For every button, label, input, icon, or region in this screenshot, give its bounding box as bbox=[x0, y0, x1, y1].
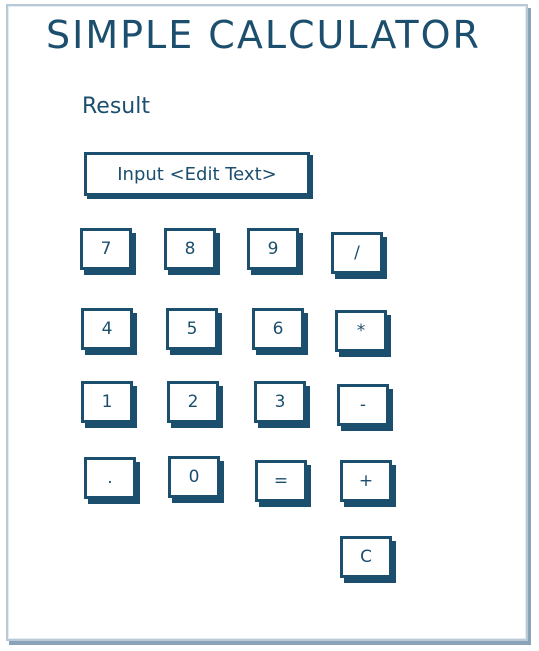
key-4-button[interactable]: 4 bbox=[81, 308, 133, 350]
multiply-button[interactable]: * bbox=[335, 310, 387, 352]
app-title: SIMPLE CALCULATOR bbox=[46, 13, 481, 57]
decimal-point-button[interactable]: . bbox=[84, 457, 136, 499]
key-6-button[interactable]: 6 bbox=[252, 308, 304, 350]
equals-button[interactable]: = bbox=[255, 460, 307, 502]
result-label: Result bbox=[82, 94, 150, 119]
input-edit-text[interactable]: Input <Edit Text> bbox=[84, 152, 310, 196]
clear-button[interactable]: C bbox=[340, 536, 392, 578]
key-3-button[interactable]: 3 bbox=[254, 381, 306, 423]
add-button[interactable]: + bbox=[340, 460, 392, 502]
key-9-button[interactable]: 9 bbox=[247, 228, 299, 270]
key-8-button[interactable]: 8 bbox=[164, 228, 216, 270]
key-0-button[interactable]: 0 bbox=[168, 456, 220, 498]
divide-button[interactable]: / bbox=[331, 232, 383, 274]
key-7-button[interactable]: 7 bbox=[80, 228, 132, 270]
app-frame: SIMPLE CALCULATOR Result Input <Edit Tex… bbox=[6, 4, 528, 641]
subtract-button[interactable]: - bbox=[337, 384, 389, 426]
key-1-button[interactable]: 1 bbox=[81, 381, 133, 423]
key-2-button[interactable]: 2 bbox=[167, 381, 219, 423]
key-5-button[interactable]: 5 bbox=[166, 308, 218, 350]
